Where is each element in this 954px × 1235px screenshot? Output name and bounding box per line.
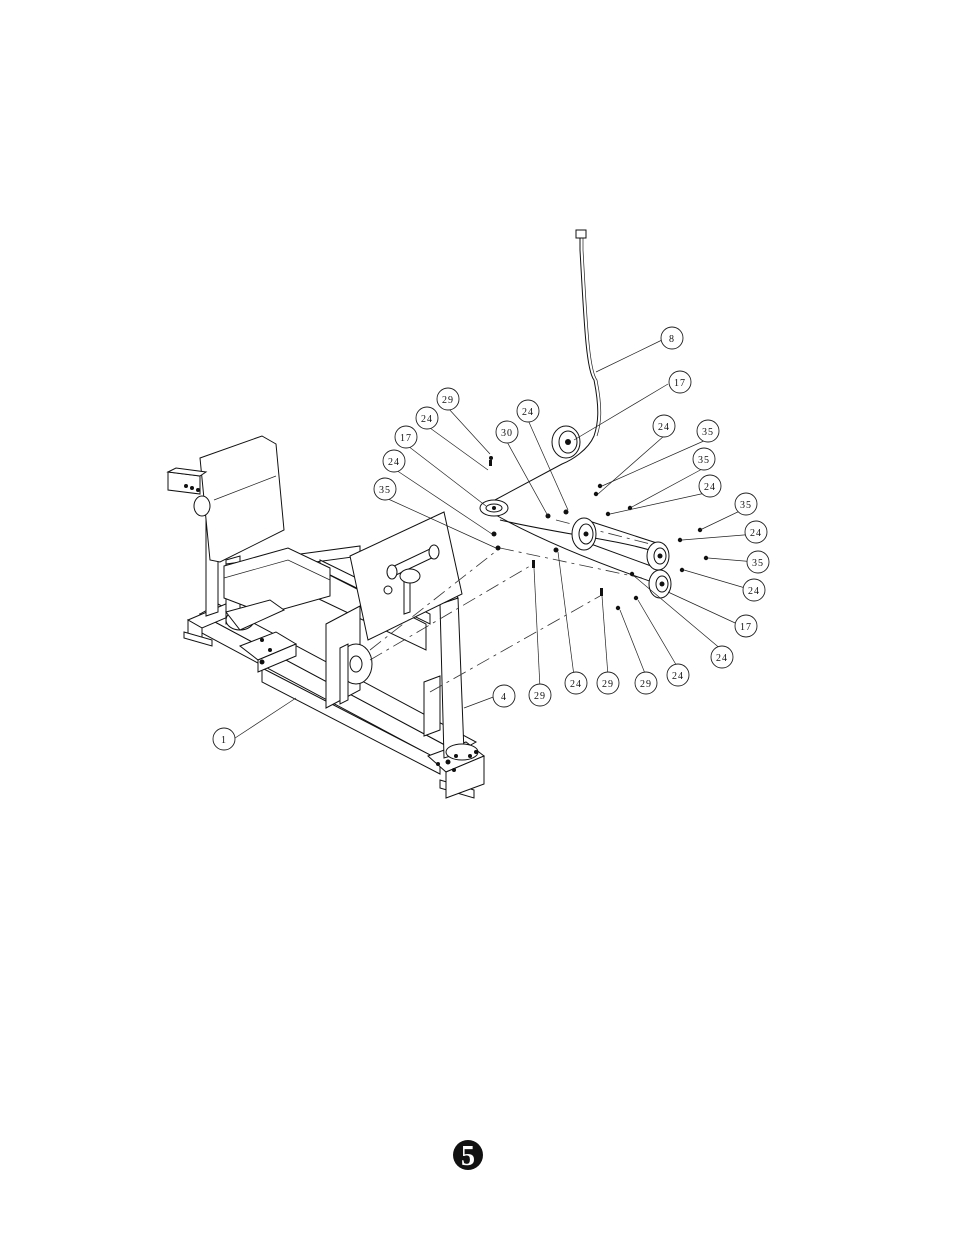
svg-text:35: 35 [698, 455, 710, 466]
foot-plate-assembly [349, 511, 479, 761]
callout-1: 1 [212, 727, 236, 751]
callout-35: 35 [692, 447, 716, 471]
svg-text:24: 24 [570, 679, 582, 690]
svg-text:24: 24 [388, 457, 400, 468]
svg-text:24: 24 [421, 414, 433, 425]
hardware-parts [489, 456, 709, 611]
seat-pad [223, 547, 331, 631]
svg-text:35: 35 [752, 558, 764, 569]
back-post [166, 467, 211, 517]
callout-29: 29 [436, 387, 460, 411]
svg-text:35: 35 [740, 500, 752, 511]
callouts: 8 17 29 24 24 30 24 35 17 24 35 35 24 35… [212, 326, 770, 751]
callout-17: 17 [668, 370, 692, 394]
svg-text:29: 29 [534, 691, 546, 702]
svg-text:8: 8 [669, 334, 675, 345]
callout-24: 24 [415, 406, 439, 430]
svg-text:35: 35 [702, 427, 714, 438]
page-number: 5 [461, 1141, 475, 1172]
svg-text:24: 24 [716, 653, 728, 664]
callout-29: 29 [634, 671, 658, 695]
callout-24: 24 [744, 520, 768, 544]
svg-text:29: 29 [640, 679, 652, 690]
svg-text:24: 24 [672, 671, 684, 682]
callout-8: 8 [660, 326, 684, 350]
callout-24: 24 [652, 414, 676, 438]
callout-17: 17 [394, 425, 418, 449]
callout-24: 24 [698, 474, 722, 498]
svg-text:17: 17 [400, 433, 412, 444]
svg-text:24: 24 [522, 407, 534, 418]
callout-17: 17 [734, 614, 758, 638]
svg-text:24: 24 [658, 422, 670, 433]
callout-24: 24 [564, 671, 588, 695]
svg-text:1: 1 [221, 735, 227, 746]
callout-30: 30 [495, 420, 519, 444]
pulleys [479, 425, 672, 599]
assembly-centerlines [369, 519, 667, 693]
callout-29: 29 [528, 683, 552, 707]
svg-text:24: 24 [748, 586, 760, 597]
svg-text:17: 17 [740, 622, 752, 633]
backrest-pad [199, 435, 285, 563]
svg-text:29: 29 [442, 395, 454, 406]
svg-text:4: 4 [501, 692, 507, 703]
svg-text:35: 35 [379, 485, 391, 496]
callout-4: 4 [492, 684, 516, 708]
callout-24: 24 [516, 399, 540, 423]
callout-35: 35 [746, 550, 770, 574]
page-number-badge: 5 [453, 1140, 483, 1172]
svg-text:24: 24 [704, 482, 716, 493]
svg-text:30: 30 [501, 428, 513, 439]
callout-24: 24 [382, 449, 406, 473]
callout-29: 29 [596, 671, 620, 695]
callout-35: 35 [734, 492, 758, 516]
callout-24: 24 [666, 663, 690, 687]
callout-35: 35 [373, 477, 397, 501]
svg-text:17: 17 [674, 378, 686, 389]
callout-24: 24 [710, 645, 734, 669]
callout-35: 35 [696, 419, 720, 443]
callout-24: 24 [742, 578, 766, 602]
cable [479, 229, 667, 585]
svg-text:24: 24 [750, 528, 762, 539]
svg-text:29: 29 [602, 679, 614, 690]
